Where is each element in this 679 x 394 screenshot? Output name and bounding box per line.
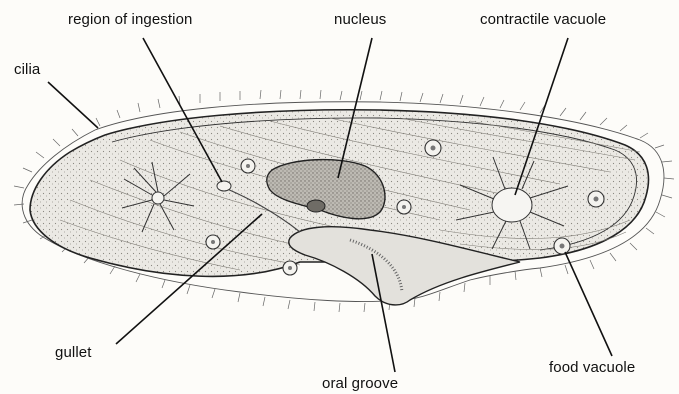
label-region-of-ingestion: region of ingestion bbox=[68, 12, 193, 27]
label-nucleus: nucleus bbox=[334, 12, 386, 27]
label-gullet: gullet bbox=[55, 345, 91, 360]
leader-food-vacuole bbox=[565, 252, 612, 356]
label-cilia: cilia bbox=[14, 62, 40, 77]
micronucleus-shape bbox=[307, 200, 325, 212]
label-food-vacuole: food vacuole bbox=[549, 360, 635, 375]
label-oral-groove: oral groove bbox=[322, 376, 398, 391]
leader-cilia bbox=[48, 82, 98, 128]
label-contractile-vacuole: contractile vacuole bbox=[480, 12, 606, 27]
ingestion-region-shape bbox=[217, 181, 231, 191]
